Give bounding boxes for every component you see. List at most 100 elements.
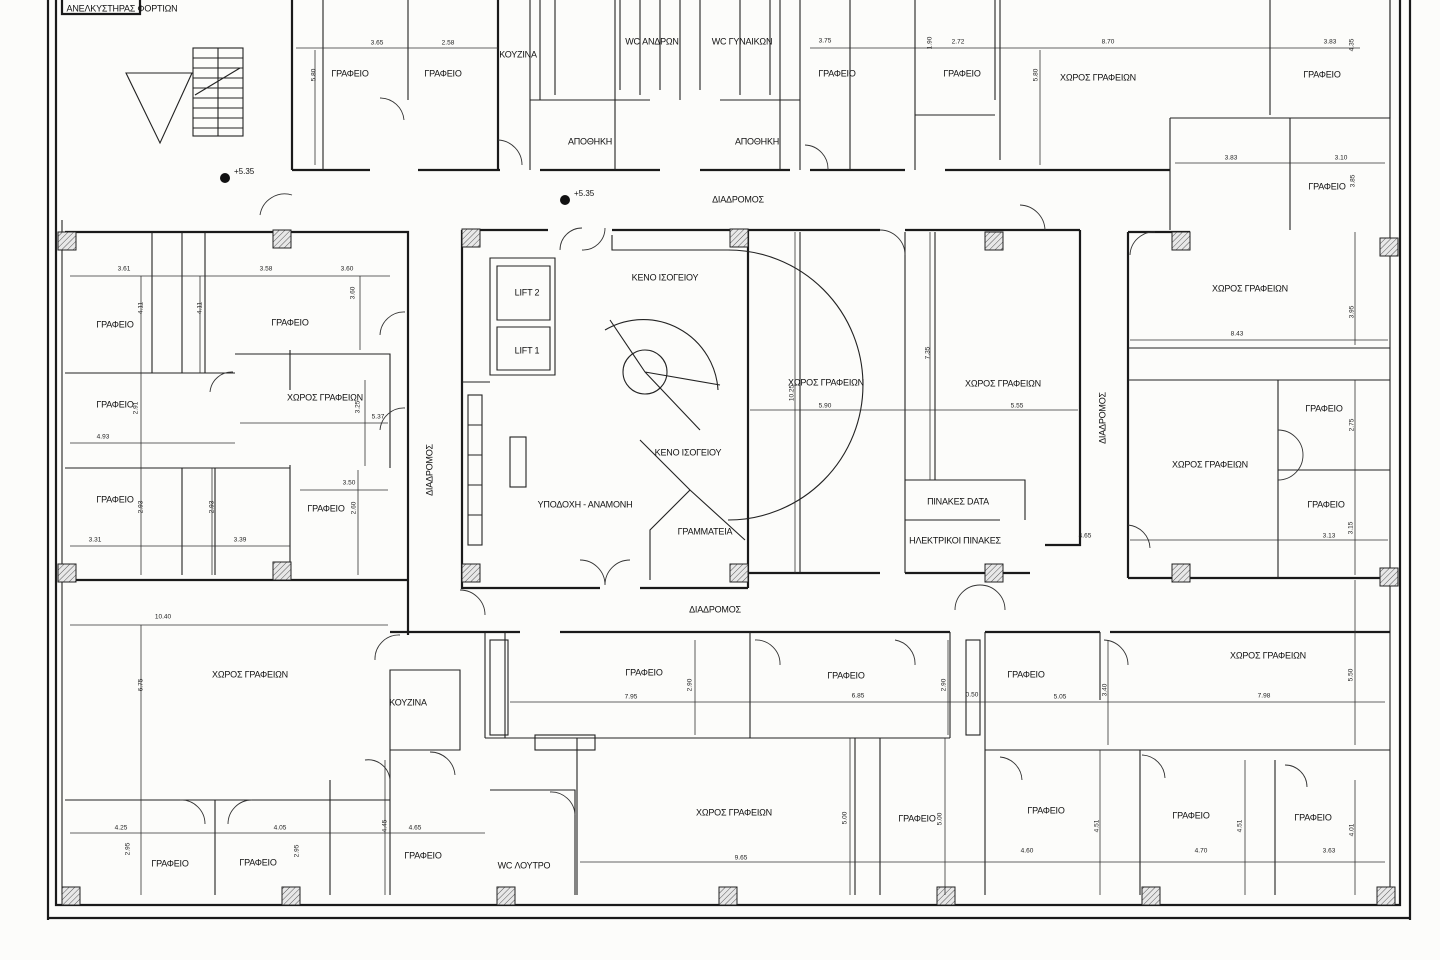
dimension-label: 3.83 [1225, 155, 1238, 162]
dimension-label: 4.11 [197, 302, 204, 315]
dimension-label: 2.90 [687, 678, 694, 691]
doors [179, 97, 1308, 825]
dimension-label: 5.00 [937, 812, 944, 825]
room-label: ΓΡΑΦΕΙΟ [898, 813, 936, 823]
room-label: ΓΡΑΦΕΙΟ [818, 68, 856, 78]
room-label: WC ΛΟΥΤΡΟ [498, 860, 551, 870]
room-label: ΔΙΑΔΡΟΜΟΣ [689, 604, 741, 614]
room-label: ΥΠΟΔΟΧΗ - ΑΝΑΜΟΝΗ [538, 499, 633, 509]
elevation-marker-icon [220, 173, 230, 183]
room-label: ΔΙΑΔΡΟΜΟΣ [424, 443, 434, 495]
dimension-label: 3.61 [118, 266, 131, 273]
dimension-label: 3.15 [1348, 521, 1355, 534]
room-label: ΓΡΑΜΜΑΤΕΙΑ [678, 526, 733, 536]
room-label: ΓΡΑΦΕΙΟ [1294, 812, 1332, 822]
dimension-label: 3.39 [234, 537, 247, 544]
dimension-label: 5.37 [372, 414, 385, 421]
room-label: ΓΡΑΦΕΙΟ [307, 503, 345, 513]
elevation-marker-icon [560, 195, 570, 205]
dimension-label: 5.05 [1054, 694, 1067, 701]
room-label: ΓΡΑΦΕΙΟ [1172, 810, 1210, 820]
dimension-label: 7.95 [625, 694, 638, 701]
structural-column [61, 886, 81, 906]
dimension-label: 4.45 [382, 819, 389, 832]
dimension-label: 7.35 [925, 346, 932, 359]
room-label: ΓΡΑΦΕΙΟ [1007, 669, 1045, 679]
dimension-label: 4.01 [1349, 823, 1356, 836]
room-label: ΓΡΑΦΕΙΟ [96, 319, 134, 329]
dimension-label: 3.25 [355, 400, 362, 413]
dimension-label: 7.98 [1258, 693, 1271, 700]
dimension-label: 2.93 [209, 500, 216, 513]
dimension-lines [70, 47, 1388, 895]
elevation-text: +5.35 [234, 167, 255, 176]
room-label: LIFT 2 [515, 287, 540, 297]
dimension-label: 8.70 [1102, 39, 1115, 46]
room-label: LIFT 1 [515, 345, 540, 355]
dimension-label: 2.90 [941, 678, 948, 691]
dimension-label: 3.58 [260, 266, 273, 273]
structural-column [57, 563, 77, 583]
columns [57, 228, 1399, 906]
structural-column [984, 563, 1004, 583]
room-label: ΚΟΥΖΙΝΑ [499, 49, 537, 59]
structural-column [1171, 231, 1191, 251]
dimension-label: 1.90 [927, 36, 934, 49]
room-label: ΔΙΑΔΡΟΜΟΣ [712, 194, 764, 204]
room-label: ΓΡΑΦΕΙΟ [271, 317, 309, 327]
room-label: ΔΙΑΔΡΟΜΟΣ [1097, 391, 1107, 443]
room-label: ΓΡΑΦΕΙΟ [239, 857, 277, 867]
dimension-label: 3.60 [341, 266, 354, 273]
room-label: ΓΡΑΦΕΙΟ [943, 68, 981, 78]
structural-column [272, 561, 292, 581]
room-label: ΑΝΕΛΚΥΣΤΗΡΑΣ ΦΟΡΤΙΩΝ [67, 3, 178, 13]
dimension-label: 5.80 [1033, 68, 1040, 81]
room-label: ΧΩΡΟΣ ΓΡΑΦΕΙΩΝ [212, 669, 288, 679]
room-label: ΧΩΡΟΣ ΓΡΑΦΕΙΩΝ [696, 807, 772, 817]
room-label: ΓΡΑΦΕΙΟ [1308, 181, 1346, 191]
structural-column [281, 886, 301, 906]
room-label: ΓΡΑΦΕΙΟ [404, 850, 442, 860]
room-label: ΑΠΟΘΗΚΗ [735, 136, 779, 146]
room-label: WC ΑΝΔΡΩΝ [625, 36, 678, 46]
dimension-label: 3.63 [1323, 848, 1336, 855]
room-label: ΚΕΝΟ ΙΣΟΓΕΙΟΥ [632, 272, 699, 282]
dimension-label: 10.40 [155, 614, 172, 621]
dimension-label: 5.80 [311, 68, 318, 81]
room-label: WC ΓΥΝΑΙΚΩΝ [712, 36, 773, 46]
room-label: ΚΕΝΟ ΙΣΟΓΕΙΟΥ [655, 447, 722, 457]
dimension-label: 3.95 [1349, 305, 1356, 318]
dimension-label: 4.25 [115, 825, 128, 832]
structural-column [1171, 563, 1191, 583]
dimension-label: 5.90 [819, 403, 832, 410]
dimension-label: 5.00 [842, 811, 849, 824]
dimension-label: 6.75 [138, 678, 145, 691]
room-label: ΓΡΑΦΕΙΟ [827, 670, 865, 680]
dimension-label: 8.43 [1231, 331, 1244, 338]
walls [46, 0, 1412, 920]
dimension-label: 4.70 [1195, 848, 1208, 855]
dimension-label: 3.65 [371, 40, 384, 47]
room-label: ΓΡΑΦΕΙΟ [1303, 69, 1341, 79]
structural-column [1379, 237, 1399, 257]
structural-column [729, 228, 749, 248]
dimension-label: 2.91 [133, 401, 140, 414]
structural-column [718, 886, 738, 906]
room-label: ΧΩΡΟΣ ΓΡΑΦΕΙΩΝ [287, 392, 363, 402]
room-label: ΓΡΑΦΕΙΟ [1305, 403, 1343, 413]
room-label: ΓΡΑΦΕΙΟ [1027, 805, 1065, 815]
dimension-label: 2.95 [125, 842, 132, 855]
dimension-label: 4.60 [1021, 848, 1034, 855]
dimension-label: 3.50 [343, 480, 356, 487]
elevation-text: +5.35 [574, 189, 595, 198]
dimension-label: 3.40 [1102, 683, 1109, 696]
dimension-label: 4.51 [1237, 819, 1244, 832]
structural-column [936, 886, 956, 906]
dimension-label: 2.95 [294, 844, 301, 857]
room-label: ΓΡΑΦΕΙΟ [331, 68, 369, 78]
dimension-label: 6.85 [852, 693, 865, 700]
dimension-label: 4.11 [138, 302, 145, 315]
dimension-label: 5.50 [1348, 668, 1355, 681]
